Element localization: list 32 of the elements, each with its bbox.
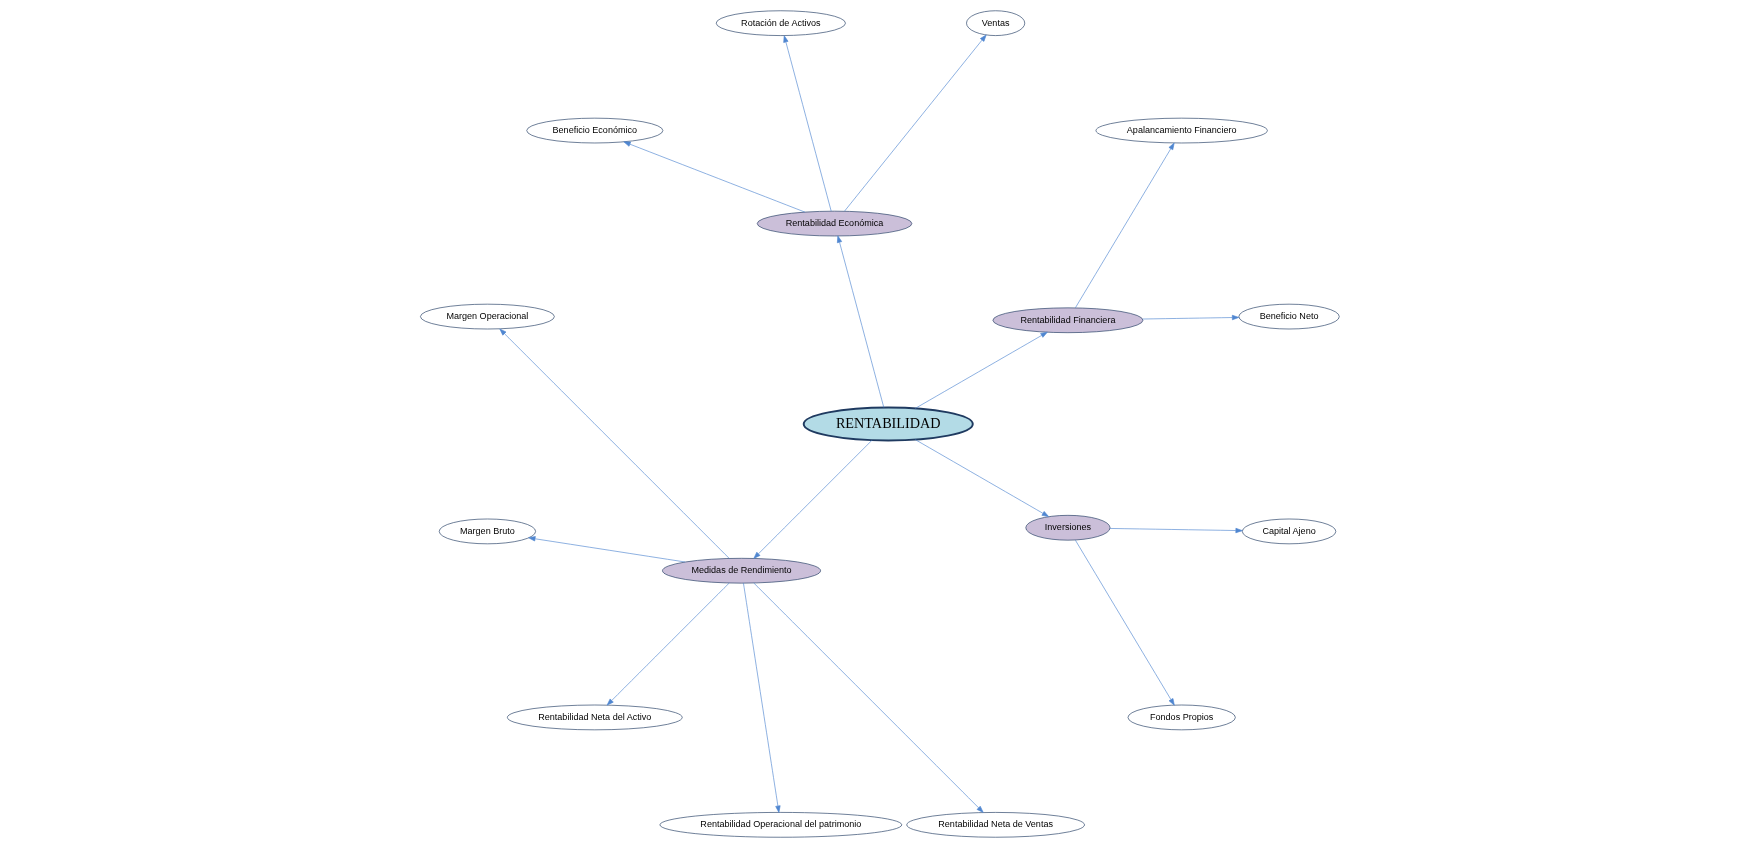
- node-ellipse: Beneficio Económico: [526, 117, 664, 144]
- arrow: [1075, 539, 1175, 706]
- arrow: [915, 331, 1048, 409]
- arrow: [753, 582, 984, 813]
- node-ellipse: Capital Ajeno: [1242, 518, 1337, 545]
- arrow: [753, 439, 873, 559]
- node-ellipse: Rentabilidad Financiera: [992, 307, 1144, 333]
- arrow: [915, 439, 1049, 517]
- node-ellipse: Apalancamiento Financiero: [1095, 117, 1268, 144]
- arrow: [623, 141, 806, 213]
- arrow: [528, 536, 686, 563]
- node-ellipse: Rotación de Activos: [715, 10, 846, 36]
- node-ellipse: Rentabilidad Económica: [756, 210, 913, 237]
- arrow: [844, 34, 987, 212]
- node-ellipse: RENTABILIDAD: [802, 406, 974, 442]
- arrow: [499, 328, 730, 559]
- node-ellipse: Rentabilidad Neta de Ventas: [906, 812, 1085, 838]
- node-ellipse: Rentabilidad Operacional del patrimonio: [659, 812, 903, 838]
- node-ellipse: Medidas de Rendimiento: [662, 557, 821, 584]
- node-ellipse: Rentabilidad Neta del Activo: [507, 704, 683, 731]
- arrow: [743, 582, 781, 813]
- arrow: [783, 35, 832, 212]
- arrow: [837, 235, 885, 408]
- node-ellipse: Ventas: [966, 10, 1026, 36]
- arrow: [1109, 527, 1243, 534]
- node-ellipse: Beneficio Neto: [1238, 303, 1340, 330]
- arrow: [1142, 314, 1240, 321]
- arrow: [1075, 142, 1175, 309]
- node-ellipse: Margen Operacional: [420, 303, 555, 330]
- node-ellipse: Inversiones: [1025, 515, 1111, 541]
- node-ellipse: Fondos Propios: [1127, 704, 1236, 731]
- arrow: [606, 582, 730, 706]
